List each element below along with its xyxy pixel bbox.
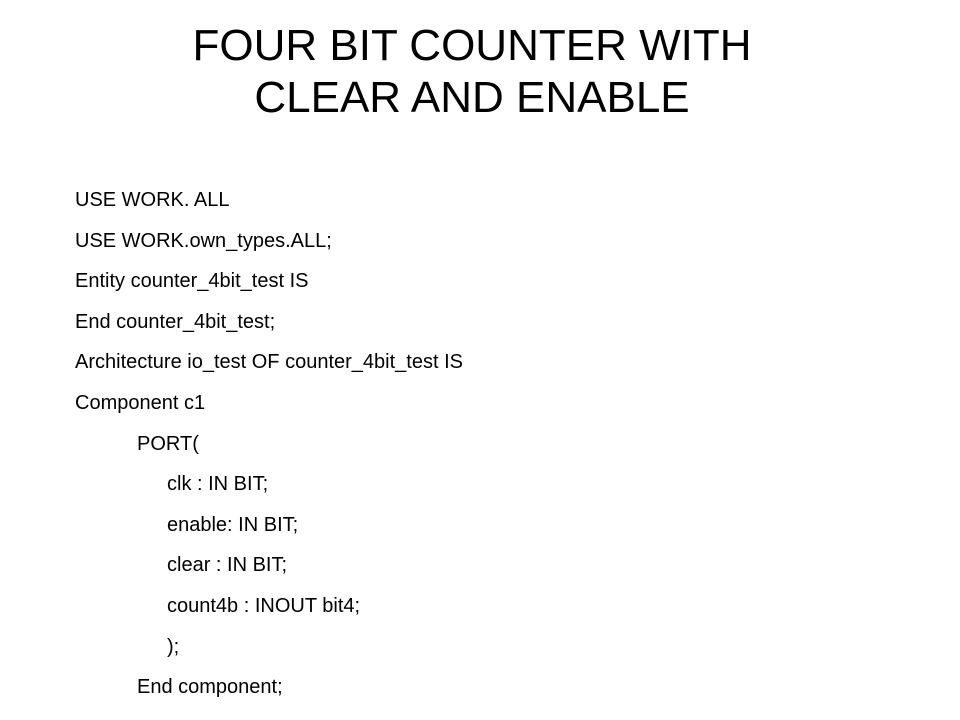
code-line: clear : IN BIT; (167, 554, 288, 577)
code-line: count4b : INOUT bit4; (167, 594, 361, 617)
code-line: clk : IN BIT; (167, 473, 269, 496)
slide-title: FOUR BIT COUNTER WITH CLEAR AND ENABLE (0, 20, 944, 124)
code-line: End counter_4bit_test; (75, 310, 276, 333)
code-line: USE WORK. ALL (75, 189, 230, 211)
code-listing: USE WORK. ALL USE WORK.own_types.ALL; En… (75, 180, 463, 708)
slide-title-line-2: CLEAR AND ENABLE (254, 73, 690, 122)
code-line: USE WORK.own_types.ALL; (75, 229, 332, 252)
code-line: Architecture io_test OF counter_4bit_tes… (75, 351, 463, 374)
code-line: PORT( (137, 432, 199, 455)
code-line: enable: IN BIT; (167, 513, 299, 536)
code-line: ); (167, 635, 180, 658)
code-line: End component; (137, 676, 283, 699)
code-line: Entity counter_4bit_test IS (75, 270, 309, 293)
slide-title-line-1: FOUR BIT COUNTER WITH (192, 21, 752, 70)
code-line: Component c1 (75, 391, 206, 414)
